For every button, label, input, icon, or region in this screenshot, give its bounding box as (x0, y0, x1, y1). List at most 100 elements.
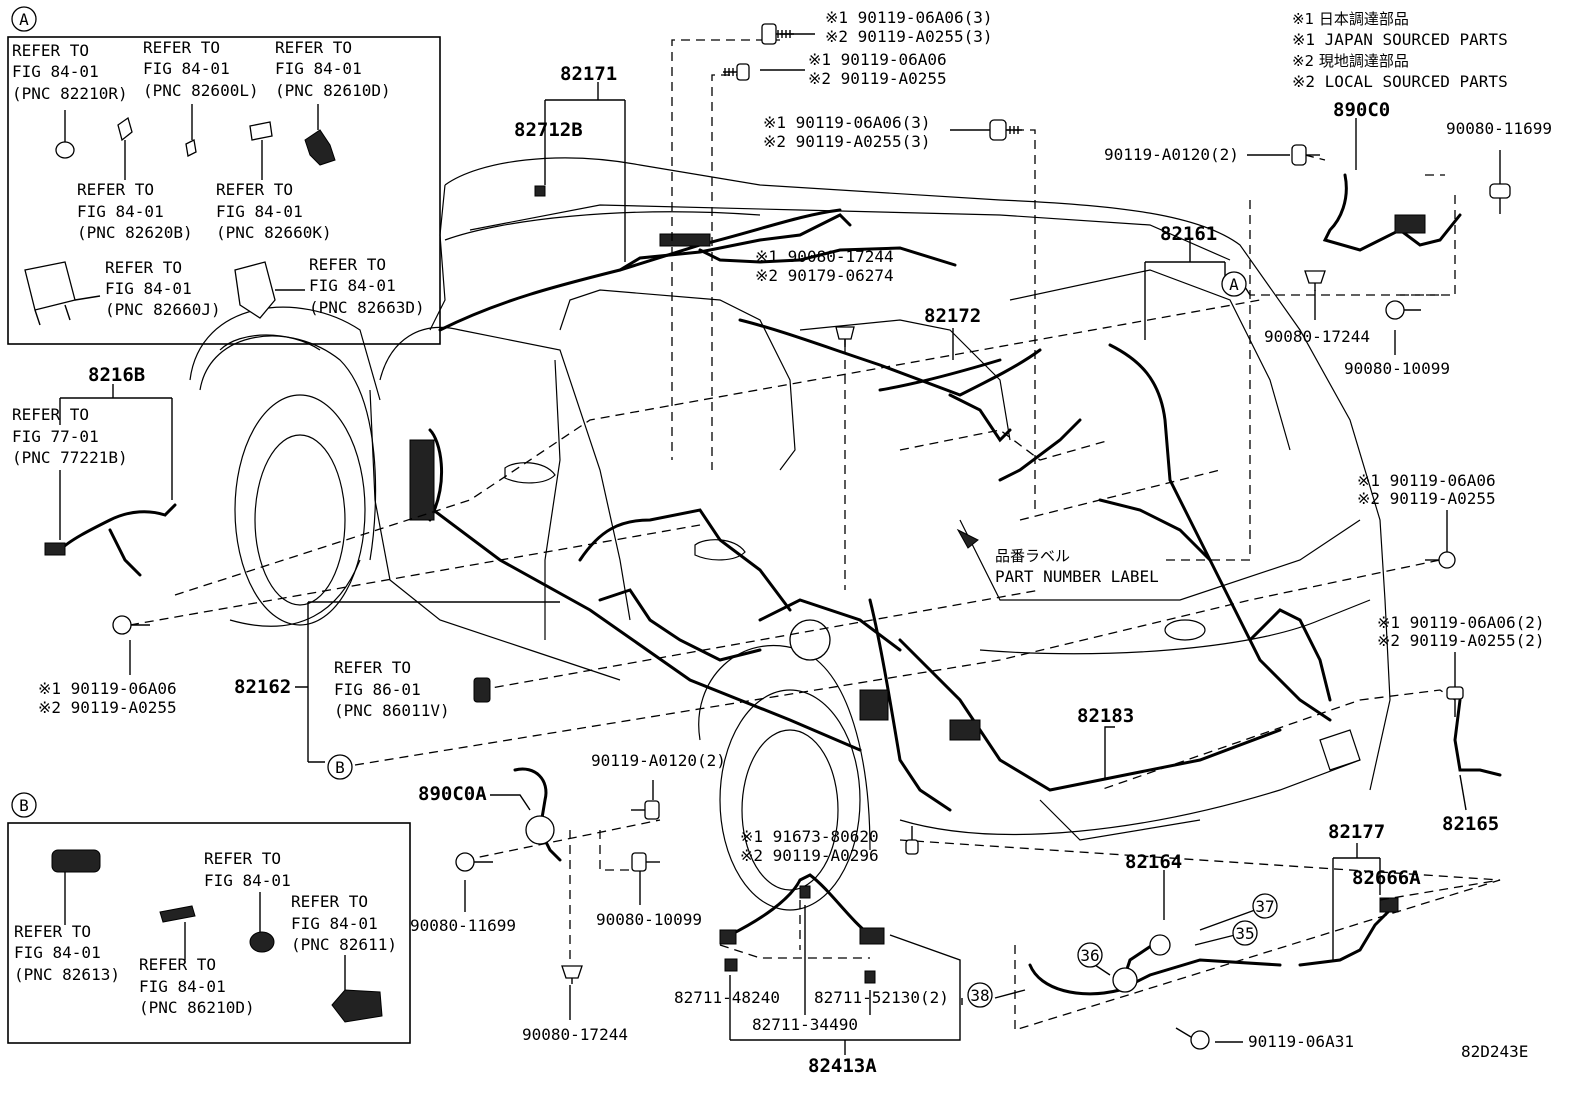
ref-82660K-line1: REFER TO (216, 180, 293, 199)
harness-890C0 (1322, 173, 1462, 252)
part-labels: 82171 82712B 8216B 82162 82172 82161 890… (88, 63, 1499, 1077)
fastener-b-52130: 82711-52130(2) (814, 988, 949, 1007)
figure-code: 82D243E (1461, 1042, 1528, 1061)
ref-82660K-line3: (PNC 82660K) (216, 223, 332, 242)
connector-icon (473, 677, 491, 703)
inset-b-marker: B (19, 796, 29, 815)
part-8216B: 8216B (88, 364, 145, 386)
clip-icon (159, 905, 196, 960)
ref-82660J-line1: REFER TO (105, 258, 182, 277)
fastener-r-mid-a: ※1 90119-06A06 (1357, 471, 1496, 490)
harness-890C0A (513, 767, 562, 862)
inset-b: B REFER TO FIG 84-01 REFER TO FIG 84-01 … (7, 792, 411, 1044)
fastener-c-a0120: 90119-A0120(2) (591, 751, 726, 770)
ref-82610D-line1: REFER TO (275, 38, 352, 57)
fastener-top2-a: ※1 90119-06A06 (808, 50, 947, 69)
bolt-icon (455, 852, 493, 872)
bolt-icon (1489, 183, 1511, 214)
sensor-icon (304, 104, 336, 166)
part-82712B: 82712B (514, 119, 583, 141)
inset-a-marker: A (19, 10, 29, 29)
callout-38: 38 (967, 982, 993, 1008)
ref-82660J-line3: (PNC 82660J) (105, 300, 221, 319)
fastener-labels: ※1 90119-06A06(3) ※2 90119-A0255(3) ※1 9… (38, 8, 1552, 1051)
harness-82177 (1298, 897, 1399, 967)
harness-82164 (1028, 934, 1282, 996)
harness-82162 (409, 428, 862, 752)
ref-82663D-line1: REFER TO (309, 255, 386, 274)
ref-82210R-line1: REFER TO (12, 41, 89, 60)
inset-a-marker-circle (11, 6, 37, 32)
side-references: REFER TO FIG 77-01 (PNC 77221B) REFER TO… (12, 405, 450, 720)
bolt-icon (723, 63, 750, 81)
callout-36-label: 36 (1080, 946, 1099, 965)
part-82171: 82171 (560, 63, 617, 85)
callout-36: 36 (1077, 942, 1103, 968)
clip-icon (724, 958, 738, 972)
marker-b-label: B (335, 758, 345, 777)
ref-82210R-line3: (PNC 82210R) (12, 84, 128, 103)
fastener-b-34490: 82711-34490 (752, 1015, 858, 1034)
part-82413A: 82413A (808, 1055, 877, 1077)
fastener-r-low-a: ※1 90119-06A06(2) (1377, 613, 1545, 632)
fastener-r-17244: 90080-17244 (1264, 327, 1370, 346)
ref-77221B-line3: (PNC 77221B) (12, 448, 128, 467)
callout-37-label: 37 (1255, 897, 1274, 916)
inset-a: A REFER TO FIG 84-01 (PNC 82210R) REFER … (7, 6, 441, 345)
bolt-icon (1291, 144, 1320, 166)
fastener-c-11699: 90080-11699 (410, 916, 516, 935)
bolt-icon (112, 615, 150, 635)
ref-82663D-line2: FIG 84-01 (309, 276, 396, 295)
ref-86011V-line2: FIG 86-01 (334, 680, 421, 699)
bolt-icon (989, 119, 1022, 141)
label-note-en: PART NUMBER LABEL (995, 567, 1159, 586)
ref-86210D-line1: REFER TO (139, 955, 216, 974)
marker-b: B (327, 754, 353, 780)
bolt-icon (1175, 1027, 1210, 1050)
fastener-c-17244: 90080-17244 (522, 1025, 628, 1044)
fastener-b-48240: 82711-48240 (674, 988, 780, 1007)
bolt-icon (1446, 686, 1464, 717)
legend: ※1 日本調達部品 ※1 JAPAN SOURCED PARTS ※2 現地調達… (1292, 10, 1508, 91)
ref-82613-line2: FIG 84-01 (14, 943, 101, 962)
fastener-r-11699: 90080-11699 (1446, 119, 1552, 138)
ref-82600L-line2: FIG 84-01 (143, 59, 230, 78)
callout-35: 35 (1232, 920, 1258, 946)
ref-77221B-line1: REFER TO (12, 405, 89, 424)
callout-35-label: 35 (1235, 924, 1254, 943)
ref-82610D-line3: (PNC 82610D) (275, 81, 391, 100)
grommet-icon (249, 892, 275, 953)
harness-82165 (1453, 698, 1502, 777)
fastener-l-a: ※1 90119-06A06 (38, 679, 177, 698)
fastener-top3-b: ※2 90119-A0255(3) (763, 132, 931, 151)
clip-icon (185, 104, 197, 157)
label-note-ja: 品番ラベル (995, 547, 1070, 565)
part-number-label-icon (956, 528, 979, 549)
inset-b-marker-circle (11, 792, 37, 818)
fastener-icons (112, 23, 1511, 1050)
ref-82210R-line2: FIG 84-01 (12, 62, 99, 81)
ref-86011V-line1: REFER TO (334, 658, 411, 677)
ref-82613-line3: (PNC 82613) (14, 965, 120, 984)
ref-77221B-line2: FIG 77-01 (12, 427, 99, 446)
callout-37: 37 (1252, 893, 1278, 919)
fastener-top2-b: ※2 90119-A0255 (808, 69, 947, 88)
bolt-icon (905, 826, 919, 855)
ref-82663D-line3: (PNC 82663D) (309, 298, 425, 317)
ref-b1-line2: FIG 84-01 (204, 871, 291, 890)
ref-86011V-line3: (PNC 86011V) (334, 701, 450, 720)
part-number-label-note: 品番ラベル PART NUMBER LABEL (995, 547, 1159, 586)
harness-8216B (44, 503, 177, 577)
bracket-icon (331, 955, 383, 1023)
ref-82660J-line2: FIG 84-01 (105, 279, 192, 298)
fastener-c-a: ※1 91673-80620 (740, 827, 879, 846)
bolt-icon (1425, 551, 1456, 569)
fastener-c-b: ※2 90119-A0296 (740, 846, 879, 865)
legend-line-4: ※2 LOCAL SOURCED PARTS (1292, 72, 1508, 91)
fastener-top1-b: ※2 90119-A0255(3) (825, 27, 993, 46)
marker-a-label: A (1229, 275, 1239, 294)
fastener-mid-b: ※2 90179-06274 (755, 266, 894, 285)
harness-82413A (719, 873, 885, 945)
bolt-icon (1385, 300, 1421, 320)
